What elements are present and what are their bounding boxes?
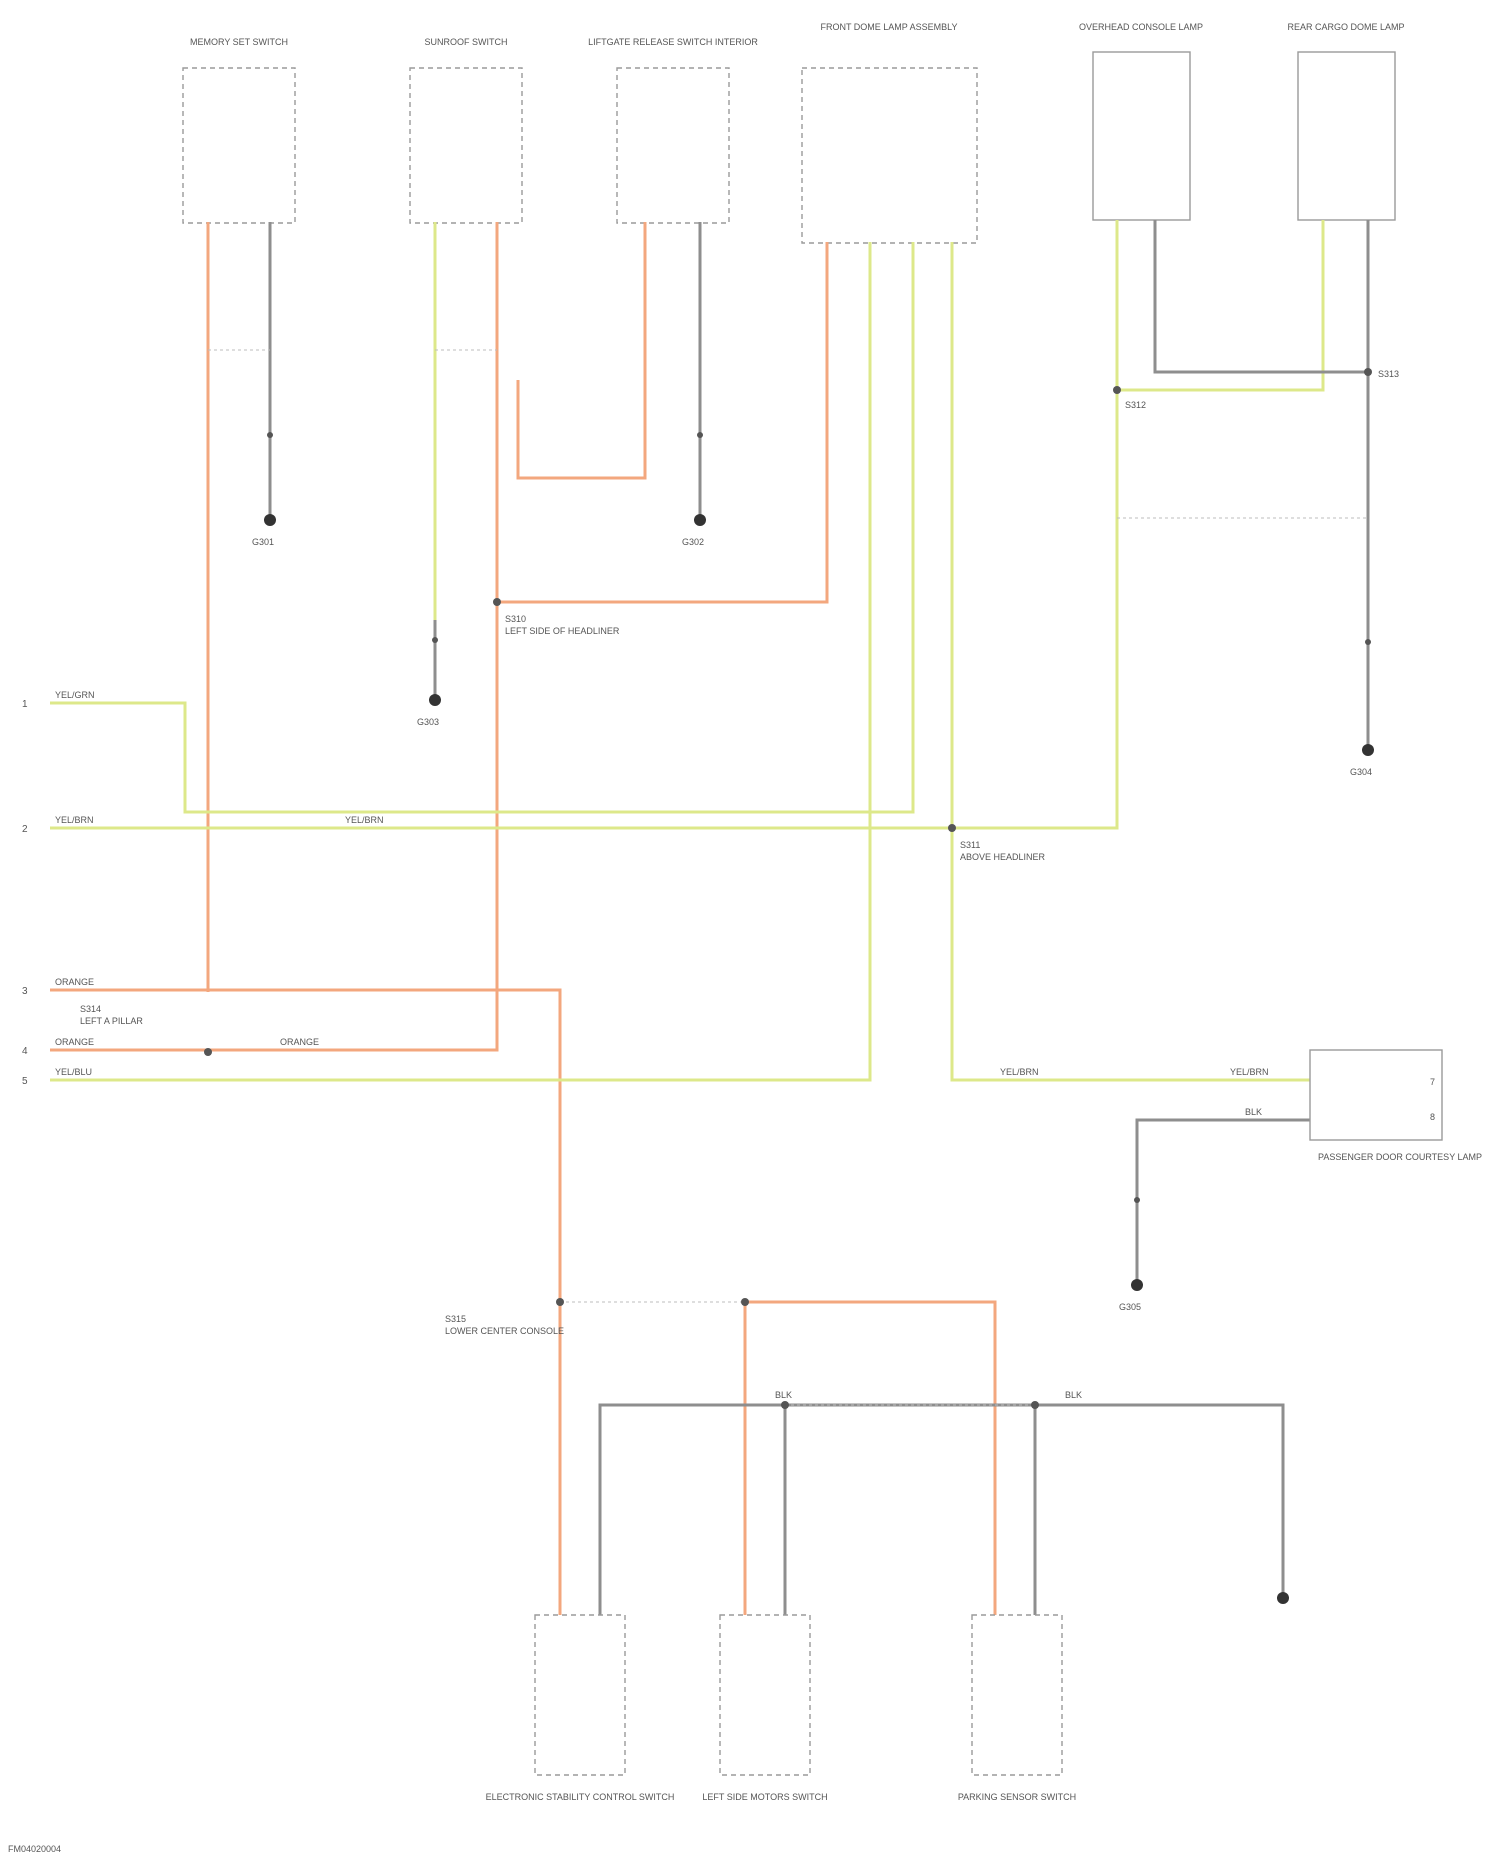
splice-note: LEFT A PILLAR — [80, 1016, 143, 1026]
footer-code: FM04020004 — [8, 1844, 61, 1854]
edge-marker: 3 — [22, 986, 28, 997]
splice-dot — [1031, 1401, 1039, 1409]
splice-notes: S310 LEFT SIDE OF HEADLINER S311 ABOVE H… — [80, 369, 1399, 1336]
wire-label: BLK — [1245, 1107, 1262, 1117]
ground-symbols: G301 G302 G303 G304 G305 — [252, 514, 1374, 1604]
splice-id: S312 — [1125, 400, 1146, 410]
splice-id: S315 — [445, 1314, 466, 1324]
edge-marker: 4 — [22, 1046, 28, 1057]
splice-dot — [204, 1048, 212, 1056]
splice-dot — [1365, 639, 1371, 645]
ground-icon — [1131, 1279, 1143, 1291]
front-dome-lamp-title: FRONT DOME LAMP ASSEMBLY — [820, 22, 957, 32]
ground-icon — [1362, 744, 1374, 756]
passenger-lamp-pin-upper: 7 — [1430, 1077, 1435, 1087]
wire-label: YEL/BRN — [345, 815, 384, 825]
esc-switch-title: ELECTRONIC STABILITY CONTROL SWITCH — [486, 1792, 675, 1802]
splice-dot — [493, 598, 501, 606]
splice-dot — [267, 432, 273, 438]
component-memory-switch: MEMORY SET SWITCH — [183, 37, 295, 223]
ground-icon — [429, 694, 441, 706]
wire-label: ORANGE — [280, 1037, 319, 1047]
passenger-lamp-pin-lower: 8 — [1430, 1112, 1435, 1122]
splice-note: LEFT SIDE OF HEADLINER — [505, 626, 620, 636]
splice-dot — [697, 432, 703, 438]
splice-id: S310 — [505, 614, 526, 624]
wire-labels: YEL/GRN YEL/BRN ORANGE ORANGE YEL/BLU OR… — [55, 690, 1269, 1400]
ground-icon — [1277, 1592, 1289, 1604]
wire-label: YEL/BLU — [55, 1067, 92, 1077]
shield-lines — [208, 350, 1368, 1405]
splice-dot — [781, 1401, 789, 1409]
component-passenger-door-lamp: 7 8 PASSENGER DOOR COURTESY LAMP — [1310, 1050, 1482, 1162]
parking-switch-title: PARKING SENSOR SWITCH — [958, 1792, 1076, 1802]
splice-note: ABOVE HEADLINER — [960, 852, 1046, 862]
splice-dot — [1113, 386, 1121, 394]
component-liftgate-switch: LIFTGATE RELEASE SWITCH INTERIOR — [588, 37, 758, 223]
memory-switch-title: MEMORY SET SWITCH — [190, 37, 288, 47]
splice-dot — [948, 824, 956, 832]
splice-id: S311 — [960, 840, 980, 850]
component-parking-switch: PARKING SENSOR SWITCH — [958, 1615, 1076, 1802]
component-sunroof-switch: SUNROOF SWITCH — [410, 37, 522, 223]
ground-icon — [264, 514, 276, 526]
wire-label: YEL/BRN — [1230, 1067, 1269, 1077]
orange-wires — [50, 222, 995, 1625]
edge-marker: 5 — [22, 1076, 28, 1087]
component-esc-switch: ELECTRONIC STABILITY CONTROL SWITCH — [486, 1615, 675, 1802]
left-side-switch-title: LEFT SIDE MOTORS SWITCH — [702, 1792, 827, 1802]
sunroof-switch-title: SUNROOF SWITCH — [425, 37, 508, 47]
ground-label: G302 — [682, 537, 704, 547]
component-overhead-lamp: OVERHEAD CONSOLE LAMP — [1079, 22, 1203, 220]
component-front-dome-lamp: FRONT DOME LAMP ASSEMBLY — [802, 22, 977, 243]
splice-dot — [432, 637, 438, 643]
wire-label: BLK — [775, 1390, 792, 1400]
component-rear-cargo-lamp: REAR CARGO DOME LAMP — [1287, 22, 1404, 220]
ground-label: G301 — [252, 537, 274, 547]
wire-label: ORANGE — [55, 1037, 94, 1047]
edge-marker: 1 — [22, 699, 28, 710]
splice-dot — [741, 1298, 749, 1306]
ground-label: G303 — [417, 717, 439, 727]
rear-cargo-lamp-title: REAR CARGO DOME LAMP — [1287, 22, 1404, 32]
yellow-wires — [50, 220, 1323, 1080]
splice-dot — [556, 1298, 564, 1306]
liftgate-switch-title: LIFTGATE RELEASE SWITCH INTERIOR — [588, 37, 758, 47]
edge-markers: 1 2 3 4 5 — [22, 699, 28, 1087]
wire-label: YEL/BRN — [1000, 1067, 1039, 1077]
overhead-lamp-title: OVERHEAD CONSOLE LAMP — [1079, 22, 1203, 32]
splice-note: LOWER CENTER CONSOLE — [445, 1326, 564, 1336]
splice-id: S314 — [80, 1004, 101, 1014]
ground-label: G305 — [1119, 1302, 1141, 1312]
splice-dot — [1134, 1197, 1140, 1203]
passenger-lamp-title: PASSENGER DOOR COURTESY LAMP — [1318, 1152, 1482, 1162]
splice-dot — [1364, 368, 1372, 376]
wire-label: YEL/BRN — [55, 815, 94, 825]
wire-label: ORANGE — [55, 977, 94, 987]
ground-icon — [694, 514, 706, 526]
ground-label: G304 — [1350, 767, 1372, 777]
wire-label: BLK — [1065, 1390, 1082, 1400]
edge-marker: 2 — [22, 824, 28, 835]
wire-label: YEL/GRN — [55, 690, 95, 700]
splice-points — [204, 368, 1372, 1409]
splice-id: S313 — [1378, 369, 1399, 379]
component-left-side-switch: LEFT SIDE MOTORS SWITCH — [702, 1615, 827, 1802]
